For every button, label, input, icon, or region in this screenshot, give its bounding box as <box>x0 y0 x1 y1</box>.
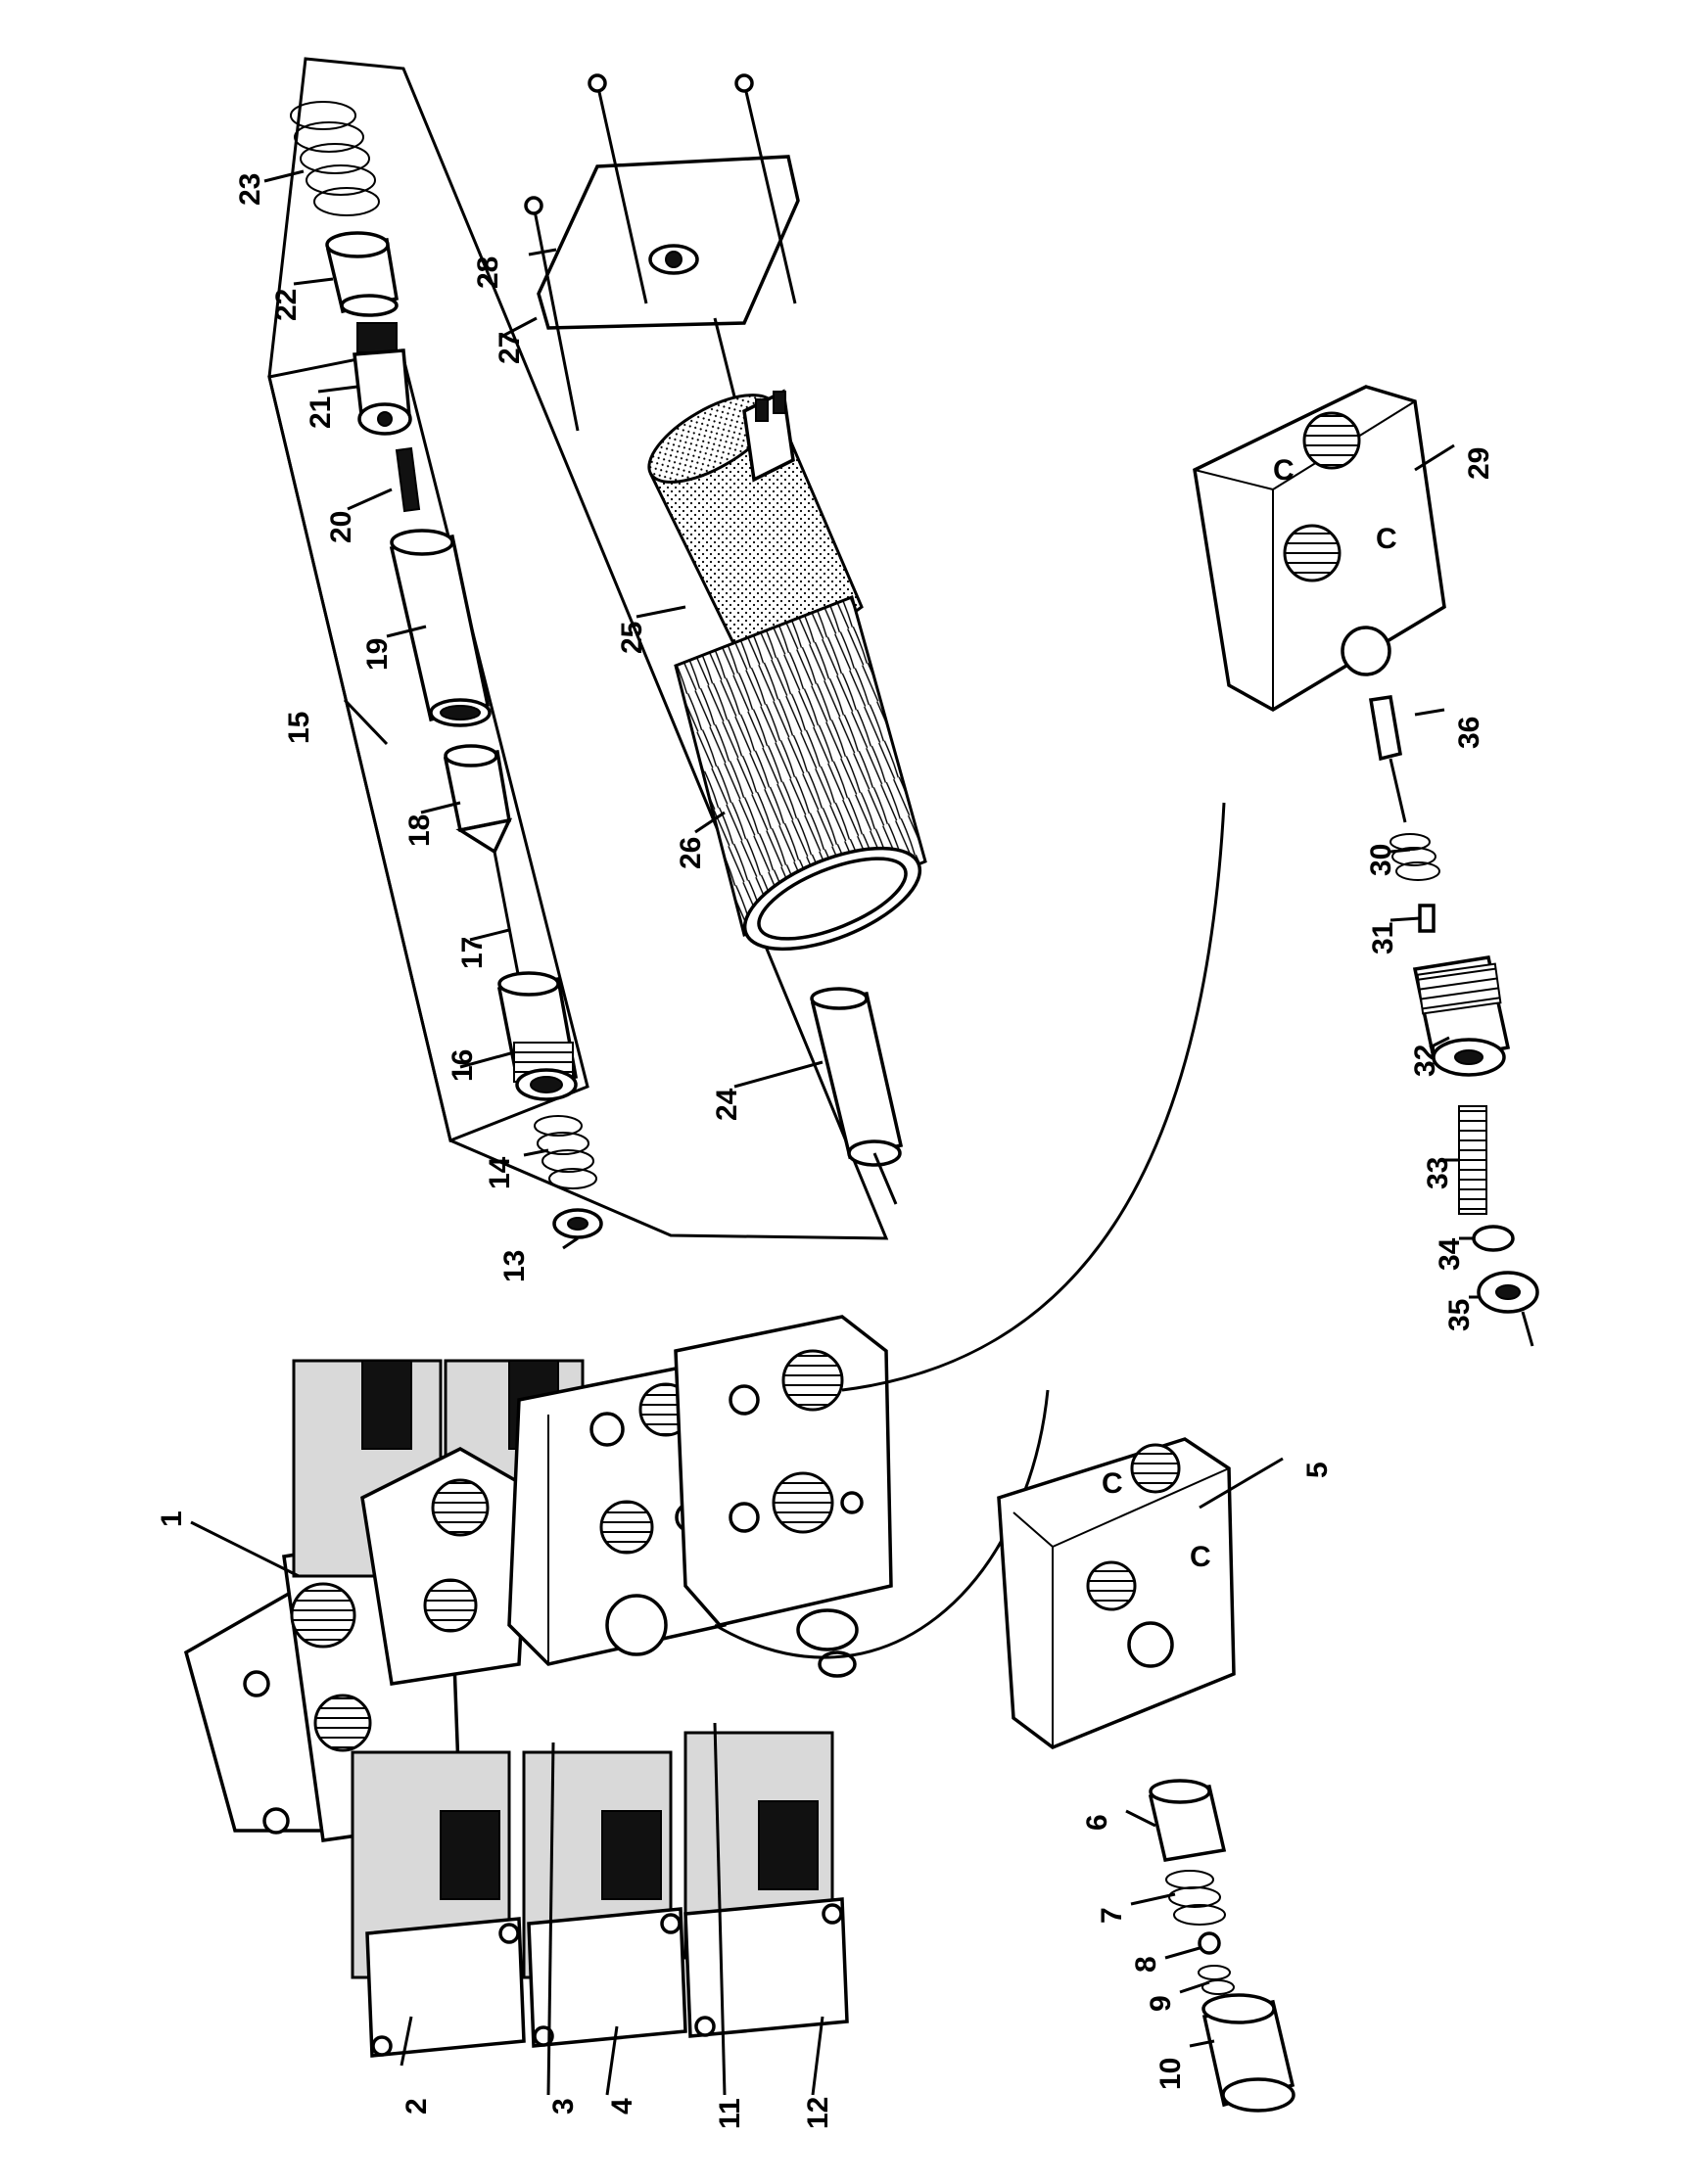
coil-sleeve-26 <box>674 595 927 952</box>
callout-28: 28 <box>472 256 504 289</box>
callout-6: 6 <box>1081 1814 1113 1831</box>
callout-4: 4 <box>606 2098 638 2114</box>
callout-34: 34 <box>1434 1237 1466 1271</box>
hose <box>714 802 1226 1659</box>
rod-17 <box>493 851 521 980</box>
studs-28 <box>524 73 797 432</box>
callout-36: 36 <box>1453 717 1485 749</box>
pin-31 <box>1418 904 1436 933</box>
port-mark-c: C <box>1190 1541 1211 1573</box>
plug-10 <box>1201 1993 1295 2113</box>
mounting-bracket-27 <box>537 155 800 330</box>
callout-13: 13 <box>498 1250 531 1282</box>
port-block-29: C C <box>1193 385 1446 713</box>
ball-8 <box>1198 1931 1221 1955</box>
callout-21: 21 <box>305 396 337 429</box>
core-18 <box>443 744 513 855</box>
callout-22: 22 <box>270 289 303 321</box>
callout-35: 35 <box>1443 1299 1476 1331</box>
valve-bank-assembly <box>183 1315 893 2058</box>
callout-29: 29 <box>1463 447 1495 480</box>
fitting-32 <box>1412 955 1511 1077</box>
port-block-5: C C <box>997 1437 1236 1749</box>
callout-16: 16 <box>447 1049 479 1082</box>
callout-12: 12 <box>802 2097 834 2129</box>
callout-30: 30 <box>1365 844 1397 876</box>
callout-20: 20 <box>325 511 357 543</box>
callout-24: 24 <box>711 1088 743 1121</box>
spring-14 <box>534 1115 597 1189</box>
callout-26: 26 <box>675 837 707 869</box>
callout-17: 17 <box>456 937 489 969</box>
callouts: 1 2 3 4 5 6 7 8 9 10 11 12 13 14 15 16 1… <box>156 173 1495 2129</box>
port-mark-c: C <box>1376 523 1397 555</box>
cap-6 <box>1148 1779 1227 1862</box>
callout-33: 33 <box>1422 1157 1454 1189</box>
port-mark-c: C <box>1273 454 1295 487</box>
callout-1: 1 <box>156 1510 188 1527</box>
washer-34 <box>1472 1225 1515 1252</box>
callout-15: 15 <box>283 712 315 744</box>
callout-3: 3 <box>547 2098 580 2114</box>
callout-32: 32 <box>1409 1045 1441 1077</box>
plunger-24 <box>810 987 904 1205</box>
leader-lines <box>190 169 1481 2096</box>
callout-25: 25 <box>616 622 648 654</box>
plug-21 <box>353 322 412 436</box>
spring-9 <box>1198 1965 1235 1995</box>
callout-31: 31 <box>1367 922 1399 954</box>
spring-30 <box>1389 833 1440 881</box>
callout-11: 11 <box>714 2098 746 2129</box>
callout-18: 18 <box>403 814 436 847</box>
port-mark-c: C <box>1102 1467 1123 1500</box>
cap-22 <box>325 231 399 317</box>
nut-35 <box>1477 1271 1539 1347</box>
washer-13 <box>552 1208 603 1239</box>
spring-7 <box>1165 1870 1226 1926</box>
callout-19: 19 <box>361 638 394 671</box>
spring-33 <box>1458 1105 1487 1215</box>
callout-9: 9 <box>1145 1995 1177 2012</box>
callout-23: 23 <box>234 173 266 206</box>
callout-5: 5 <box>1301 1462 1334 1478</box>
pin-20 <box>395 446 421 513</box>
valve-16 <box>496 971 579 1101</box>
fitting-36 <box>1368 695 1407 823</box>
callout-2: 2 <box>400 2098 433 2114</box>
callout-8: 8 <box>1130 1956 1162 1973</box>
callout-14: 14 <box>484 1156 516 1189</box>
callout-10: 10 <box>1154 2058 1187 2090</box>
spring-23 <box>290 101 380 216</box>
tube-19 <box>389 529 492 727</box>
callout-7: 7 <box>1096 1907 1128 1924</box>
callout-27: 27 <box>494 332 526 364</box>
